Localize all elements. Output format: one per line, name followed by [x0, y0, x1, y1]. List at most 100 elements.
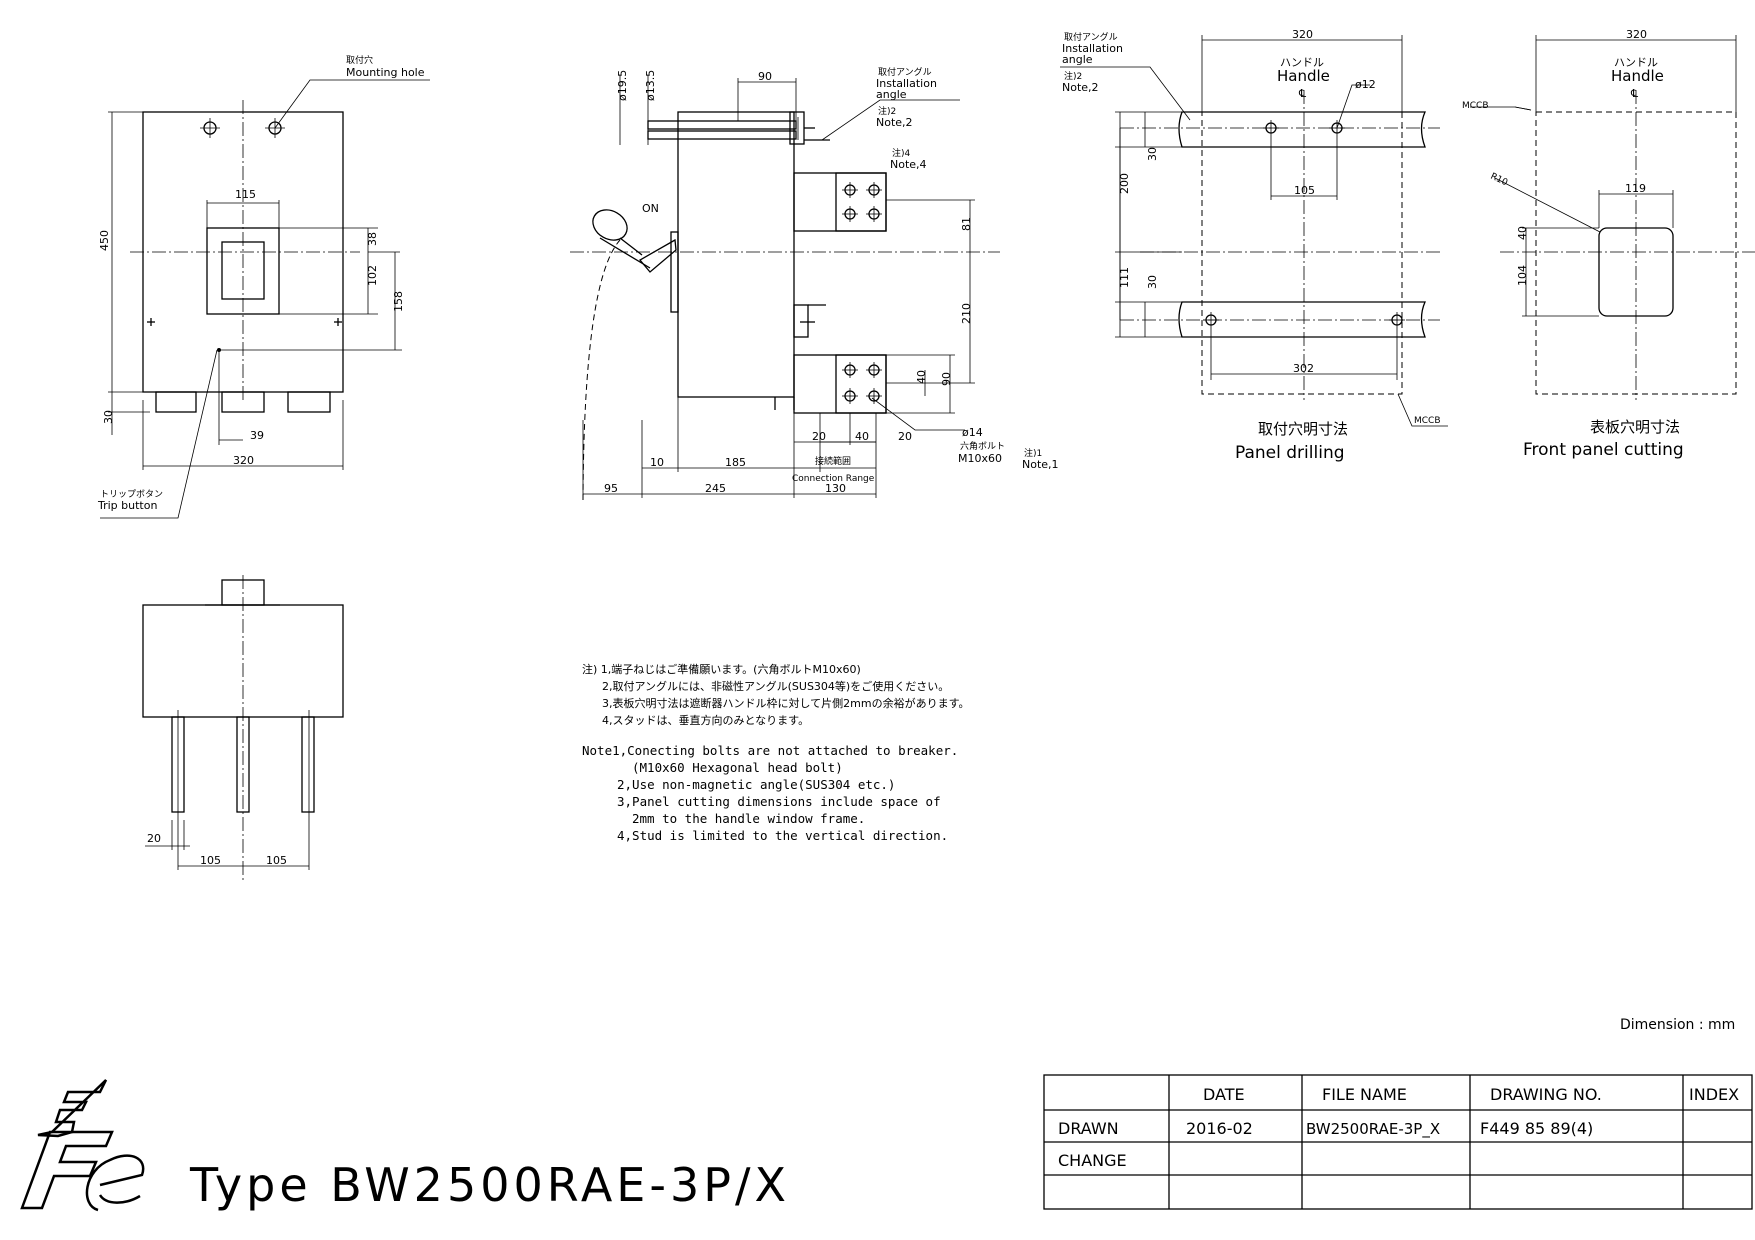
installation-angle-jp: 取付アングル — [878, 66, 932, 78]
note4-label: Note,4 — [890, 158, 927, 171]
dim-20-b: 20 — [898, 430, 912, 443]
dim-dia-19-5: ø19.5 — [616, 70, 629, 101]
notes-block: 注) 1,端子ねじはご準備願います。(六角ボルトM10x60) 2,取付アングル… — [582, 662, 970, 843]
note1-label: Note,1 — [1022, 458, 1059, 471]
bottom-view: 20 105 105 — [142, 575, 344, 880]
dim-115: 115 — [235, 188, 256, 201]
pd-dim-105: 105 — [1294, 184, 1315, 197]
note2-jp: 注)2 — [878, 105, 896, 117]
panel-drilling-caption-jp: 取付穴明寸法 — [1258, 420, 1348, 438]
dim-450: 450 — [98, 230, 111, 251]
bv-dim-105-b: 105 — [266, 854, 287, 867]
dim-210: 210 — [960, 303, 973, 324]
tb-row-change-label: CHANGE — [1058, 1151, 1127, 1170]
note2-label: Note,2 — [876, 116, 913, 129]
hex-bolt-label: M10x60 — [958, 452, 1002, 465]
dim-20-a: 20 — [812, 430, 826, 443]
fp-handle-label: Handle — [1611, 67, 1664, 85]
dim-38: 38 — [366, 232, 379, 246]
dim-90-top: 90 — [758, 70, 772, 83]
dim-39: 39 — [250, 429, 264, 442]
pd-dim-302: 302 — [1293, 362, 1314, 375]
bv-dim-20: 20 — [147, 832, 161, 845]
tb-header-date: DATE — [1203, 1085, 1245, 1104]
pd-note2-label: Note,2 — [1062, 81, 1099, 94]
hex-bolt-jp: 六角ボルト — [960, 440, 1005, 452]
front-panel-caption-jp: 表板穴明寸法 — [1590, 418, 1680, 436]
pd-dim-30-a: 30 — [1146, 147, 1159, 161]
tb-row-drawn-file: BW2500RAE-3P_X — [1306, 1120, 1440, 1139]
note-jp-1: 注) 1,端子ねじはご準備願います。(六角ボルトM10x60) — [582, 662, 861, 676]
tb-row-drawn-number: F449 85 89(4) — [1480, 1119, 1593, 1138]
pd-handle-jp: ハンドル — [1280, 56, 1324, 69]
connection-range-jp: 接続範囲 — [815, 455, 851, 467]
note-en-4: 4,Stud is limited to the vertical direct… — [617, 828, 948, 843]
trip-button-label: Trip button — [97, 499, 157, 512]
tb-header-drawing-no: DRAWING NO. — [1490, 1085, 1602, 1104]
fp-dim-104: 104 — [1516, 265, 1529, 286]
fe-logo: Fe — [0, 0, 145, 1212]
front-view: 取付穴 Mounting hole 450 115 38 102 158 30 … — [97, 54, 430, 519]
pd-handle-label: Handle — [1277, 67, 1330, 85]
connection-range-label: Connection Range — [792, 474, 875, 484]
panel-drilling-caption: Panel drilling — [1235, 443, 1345, 463]
type-label: Type BW2500RAE-3P/X — [189, 1158, 790, 1212]
fp-dim-320: 320 — [1626, 28, 1647, 41]
note-en-1: Note1,Conecting bolts are not attached t… — [582, 743, 958, 758]
dim-185: 185 — [725, 456, 746, 469]
dim-dia-13-5: ø13.5 — [644, 70, 657, 101]
tb-row-drawn-date: 2016-02 — [1186, 1119, 1253, 1138]
on-label: ON — [642, 202, 659, 215]
note-en-2: 2,Use non-magnetic angle(SUS304 etc.) — [617, 777, 895, 792]
dim-dia-14: ø14 — [962, 426, 983, 439]
dim-320: 320 — [233, 454, 254, 467]
pd-mccb-label: MCCB — [1414, 416, 1441, 426]
pd-dim-200: 200 — [1118, 173, 1131, 194]
note-jp-3: 3,表板穴明寸法は遮断器ハンドル枠に対して片側2mmの余裕があります。 — [602, 696, 970, 710]
dim-245: 245 — [705, 482, 726, 495]
pd-dim-dia-12: ø12 — [1355, 78, 1376, 91]
front-panel-caption: Front panel cutting — [1523, 440, 1684, 460]
pd-installation-angle-label-2: angle — [1062, 53, 1093, 66]
fp-dim-40: 40 — [1516, 226, 1529, 240]
note4-jp: 注)4 — [892, 147, 911, 159]
dim-130: 130 — [825, 482, 846, 495]
dim-30: 30 — [102, 410, 115, 424]
tb-header-file-name: FILE NAME — [1322, 1085, 1407, 1104]
tb-header-index: INDEX — [1689, 1085, 1739, 1104]
panel-drilling-view: 取付アングル Installation angle 注)2 Note,2 320… — [1060, 28, 1448, 463]
bv-dim-105-a: 105 — [200, 854, 221, 867]
dim-102: 102 — [366, 265, 379, 286]
installation-angle-label-2: angle — [876, 88, 907, 101]
dim-40-b: 40 — [855, 430, 869, 443]
tb-row-drawn-label: DRAWN — [1058, 1119, 1119, 1138]
pd-dim-30-b: 30 — [1146, 275, 1159, 289]
dim-158: 158 — [392, 291, 405, 312]
pd-installation-angle-label: Installation — [1062, 42, 1123, 55]
pd-dim-320: 320 — [1292, 28, 1313, 41]
pd-dim-111: 111 — [1118, 267, 1131, 288]
dim-95: 95 — [604, 482, 618, 495]
pd-note2-jp: 注)2 — [1064, 70, 1082, 82]
dim-90-side: 90 — [940, 372, 953, 386]
dimension-unit: Dimension : mm — [1620, 1017, 1735, 1033]
dim-40-side: 40 — [915, 370, 928, 384]
note1-jp: 注)1 — [1024, 447, 1042, 459]
note-jp-2: 2,取付アングルには、非磁性アングル(SUS304等)をご使用ください。 — [602, 679, 949, 693]
fp-centerline-mark: ℄ — [1630, 87, 1638, 100]
note-en-3b: 2mm to the handle window frame. — [632, 811, 865, 826]
front-panel-cutting-view: 320 ハンドル Handle ℄ MCCB R10 119 40 104 表板… — [1462, 28, 1755, 460]
fp-handle-jp: ハンドル — [1614, 56, 1658, 69]
note-en-3: 3,Panel cutting dimensions include space… — [617, 794, 941, 809]
dim-10: 10 — [650, 456, 664, 469]
note-jp-4: 4,スタッドは、垂直方向のみとなります。 — [602, 713, 809, 727]
dim-81: 81 — [960, 217, 973, 231]
pd-installation-angle-jp: 取付アングル — [1064, 31, 1118, 43]
logo-text: Fe — [0, 0, 2, 1]
fp-radius-r10: R10 — [1489, 172, 1510, 189]
mounting-hole-jp: 取付穴 — [346, 54, 373, 66]
installation-angle-label: Installation — [876, 77, 937, 90]
title-block: DATE FILE NAME DRAWING NO. INDEX DRAWN 2… — [1043, 1074, 1753, 1210]
